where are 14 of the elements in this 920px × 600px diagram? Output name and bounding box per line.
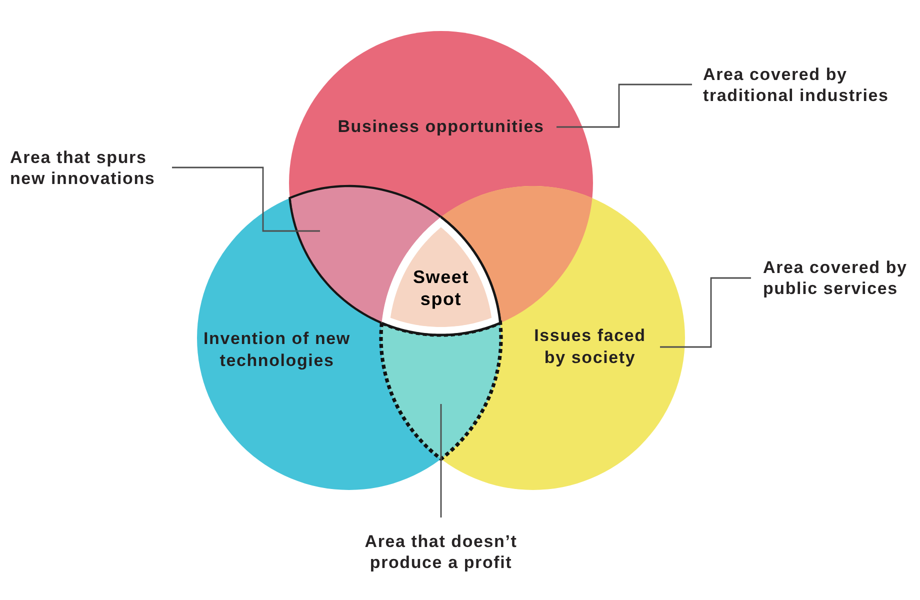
leader-line [172, 166, 320, 232]
callout-text: Area covered by public services [763, 257, 910, 299]
callout-text: Area covered by traditional industries [703, 64, 891, 106]
center-overlap-region [381, 216, 502, 336]
leader-line [556, 84, 692, 128]
leader-line [440, 404, 442, 518]
dotted-overlap-region [379, 320, 503, 462]
leader-line [660, 277, 751, 348]
circle-label: Business opportunities [336, 116, 546, 138]
sweet-spot-label: Sweet spot [412, 266, 470, 310]
callout-text: Area that spurs new innovations [10, 146, 158, 188]
circle-label: Invention of new technologies [202, 328, 352, 372]
circle-label: Issues faced by society [533, 325, 647, 369]
callout-text: Area that doesn’t produce a profit [364, 530, 518, 572]
